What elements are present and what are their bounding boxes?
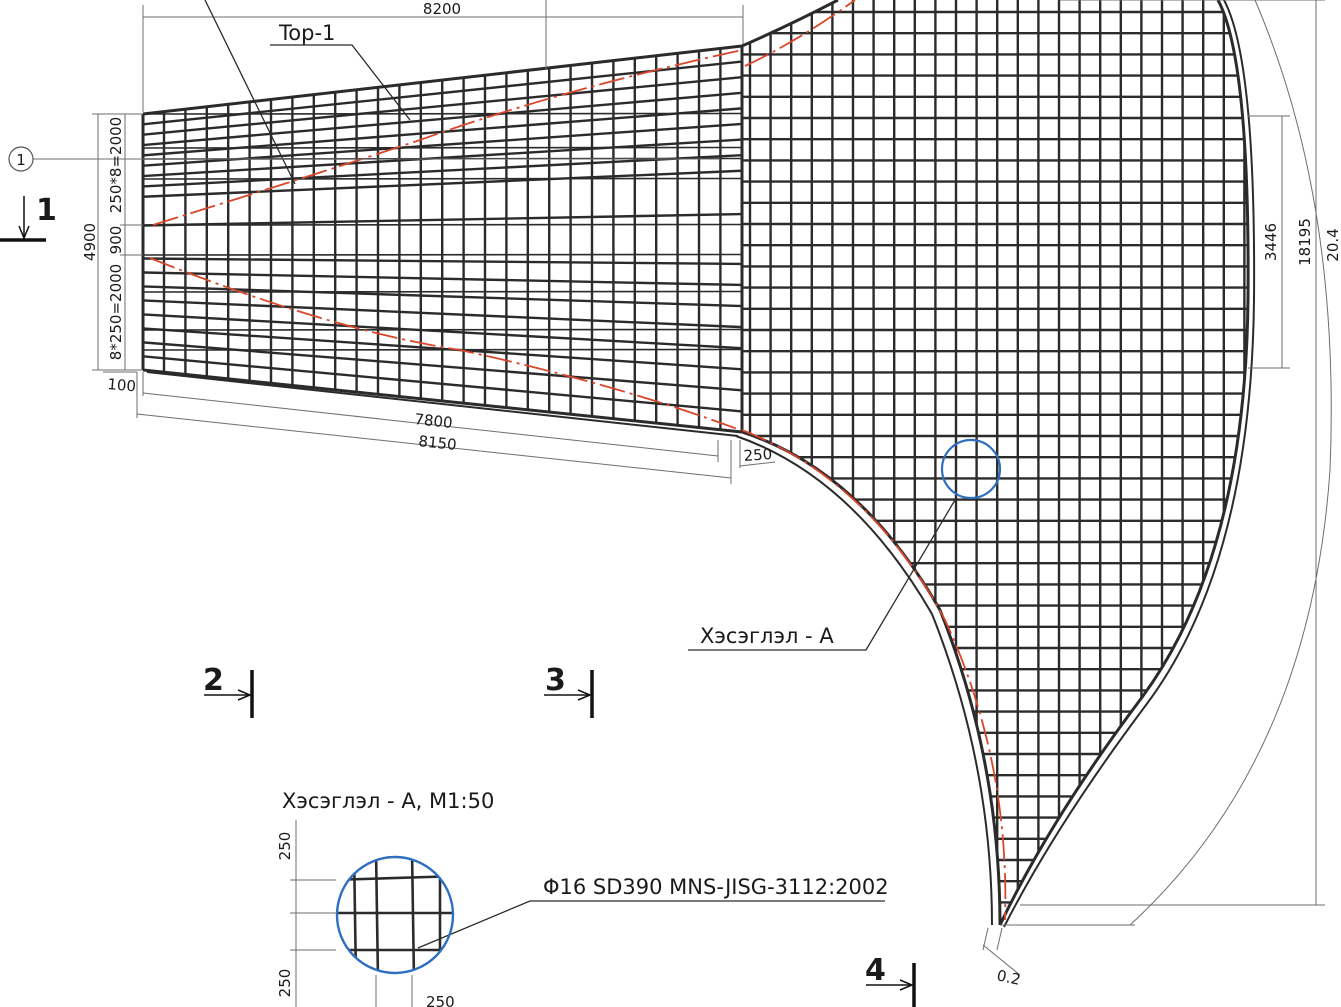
rebar-line (143, 299, 742, 329)
detail-a-callout: Хэсэглэл - А (700, 624, 834, 648)
section-marker-2: 2 (203, 663, 254, 718)
rebar-line (143, 146, 742, 149)
rebar-line (143, 212, 742, 227)
detail-title: Хэсэглэл - А, М1:50 (282, 789, 494, 813)
rebar-line (143, 253, 742, 256)
dim-right-inner-height: 3446 (1262, 223, 1280, 261)
dim-bottom-overall: 8150 (418, 432, 458, 454)
section-marker-4: 4 (865, 953, 916, 1007)
dim-left-middle: 900 (107, 226, 125, 255)
red-dashed-right-top (744, 0, 856, 67)
rebar-line (143, 112, 742, 115)
rebar-line (143, 75, 742, 136)
rebar-line (143, 313, 742, 350)
dim-tip-offset: 0.2 (995, 966, 1022, 989)
rebar-line (143, 348, 742, 351)
section-4-number: 4 (865, 953, 886, 988)
rebar-line (143, 257, 742, 266)
grid-axis-label: 1 (16, 151, 26, 169)
dim-left-upper-spacing: 250*8=2000 (107, 117, 125, 213)
dim-top-overall: 8200 (423, 0, 461, 18)
dim-bottom-inner: 7800 (414, 410, 454, 432)
right-fan-mesh (735, 0, 1256, 928)
detail-a-marker-circle (940, 438, 1002, 500)
detail-dim-v2: 250 (276, 969, 294, 998)
detail-dim-v1: 250 (276, 832, 294, 861)
left-trapezoid-mesh (141, 44, 744, 437)
rebar-line (143, 223, 742, 226)
bar-spec-label: Φ16 SD390 MNS-JISG-3112:2002 (543, 875, 889, 899)
dim-left-total-height: 4900 (81, 223, 99, 261)
section-1-number: 1 (36, 193, 57, 228)
rebar-line (143, 285, 742, 308)
top-1-tag: Top-1 (278, 21, 335, 45)
dimension-lines (92, 0, 1332, 976)
rebar-line (143, 91, 742, 147)
section-3-number: 3 (545, 663, 566, 698)
section-marker-3: 3 (544, 663, 594, 718)
rebar-line (143, 327, 742, 371)
detail-dim-h: 250 (426, 993, 455, 1007)
section-2-number: 2 (203, 663, 224, 698)
dim-gap-250: 250 (743, 445, 773, 465)
section-marker-1: 1 (0, 193, 57, 242)
dim-left-lower-spacing: 8*250=2000 (107, 264, 125, 360)
dim-left-offset: 100 (107, 375, 137, 395)
rebar-line (143, 355, 742, 413)
dim-right-total-height: 18195 (1296, 218, 1314, 266)
leader-lines (33, 0, 956, 949)
rebar-line (143, 290, 742, 293)
rebar-line (143, 177, 742, 180)
detail-a-view: Хэсэглэл - А, М1:50 (282, 789, 494, 1007)
grid-axis-bubble (8, 146, 34, 172)
rebar-line (143, 169, 742, 198)
rebar-line (143, 271, 742, 287)
rebar-line (143, 138, 742, 178)
dim-right-partial: 20.4 (1324, 228, 1341, 261)
rebar-line (143, 153, 742, 188)
red-dashed-lower-curve (149, 257, 741, 431)
rebar-line (143, 328, 742, 331)
red-dashed-right-bottom (741, 429, 1007, 921)
red-dashed-upper-curve (152, 49, 743, 226)
